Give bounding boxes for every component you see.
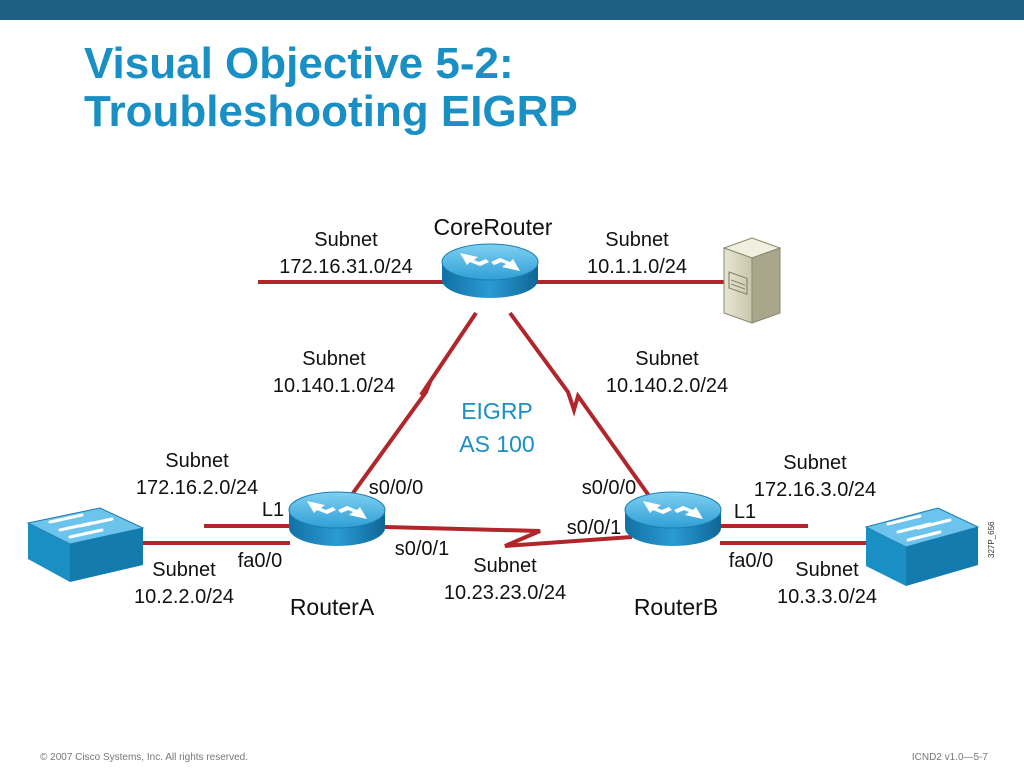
link-core-routera (346, 311, 478, 502)
subnet-label: Subnet (314, 229, 378, 251)
subnet-value: 172.16.3.0/24 (754, 479, 876, 501)
routerb-label: RouterB (634, 594, 718, 620)
interface-label: L1 (734, 501, 756, 523)
interface-label: fa0/0 (729, 550, 773, 572)
subnet-value: 10.140.1.0/24 (273, 375, 395, 397)
link-core-routerb (508, 311, 654, 502)
subnet-value: 172.16.31.0/24 (279, 256, 412, 278)
corerouter-label: CoreRouter (434, 214, 553, 240)
eigrp-label: EIGRP (461, 398, 533, 424)
interface-label: s0/0/0 (582, 477, 636, 499)
router-icon (288, 491, 386, 547)
subnet-label: Subnet (473, 555, 537, 577)
subnet-value: 10.3.3.0/24 (777, 586, 877, 608)
subnet-label: Subnet (795, 559, 859, 581)
interface-label: fa0/0 (238, 550, 282, 572)
subnet-value: 10.23.23.0/24 (444, 582, 566, 604)
footer-copyright: © 2007 Cisco Systems, Inc. All rights re… (40, 752, 249, 763)
switch-icon (864, 507, 980, 586)
router-icon (624, 491, 722, 547)
routera-label: RouterA (290, 594, 375, 620)
interface-label: s0/0/1 (395, 538, 449, 560)
subnet-label: Subnet (152, 559, 216, 581)
switch-icon (26, 507, 145, 582)
router-icon (441, 243, 539, 299)
subnet-label: Subnet (783, 452, 847, 474)
subnet-value: 10.2.2.0/24 (134, 586, 234, 608)
subnet-label: Subnet (605, 229, 669, 251)
subnet-value: 10.1.1.0/24 (587, 256, 687, 278)
subnet-label: Subnet (165, 450, 229, 472)
title-line-2: Troubleshooting EIGRP (84, 87, 578, 136)
interface-label: s0/0/0 (369, 477, 423, 499)
top-bar (0, 0, 1024, 20)
interface-label: L1 (262, 499, 284, 521)
subnet-value: 10.140.2.0/24 (606, 375, 728, 397)
slide-title: Visual Objective 5-2: Troubleshooting EI… (84, 40, 578, 136)
link-routera-routerb (384, 525, 633, 548)
footer-course: ICND2 v1.0—5-7 (911, 752, 988, 763)
subnet-label: Subnet (302, 348, 366, 370)
title-line-1: Visual Objective 5-2: (84, 39, 514, 88)
figure-id: 327P_656 (987, 521, 996, 558)
eigrp-as-label: AS 100 (459, 431, 534, 457)
subnet-value: 172.16.2.0/24 (136, 477, 258, 499)
server-icon (722, 237, 782, 324)
subnet-label: Subnet (635, 348, 699, 370)
interface-label: s0/0/1 (567, 517, 621, 539)
